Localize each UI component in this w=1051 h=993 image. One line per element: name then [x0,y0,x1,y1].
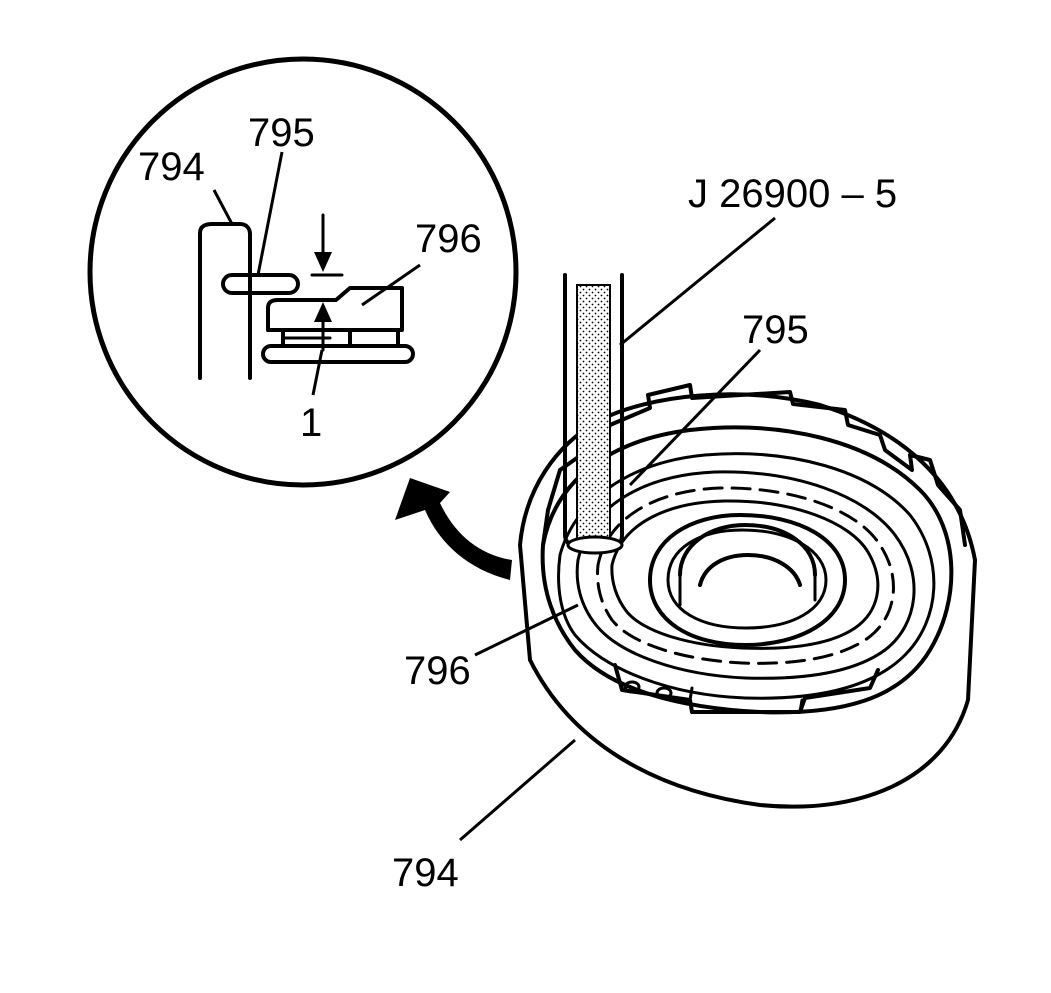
plate-label-796: 796 [404,649,471,693]
housing-label-794: 794 [392,851,459,895]
inset-label-794: 794 [138,145,205,189]
inset-label-clearance: 1 [300,401,322,445]
tool-leader [619,216,776,347]
housing-leader [459,738,576,842]
feeler-gauge-tool [563,273,624,555]
detail-inset [87,56,519,488]
magnify-arrow [395,478,512,580]
ring-leader [628,348,762,487]
clutch-housing [518,383,977,809]
plate-leader [474,603,579,657]
inset-label-795: 795 [248,111,315,155]
inset-label-796: 796 [415,217,482,261]
tool-label: J 26900 – 5 [688,172,897,216]
ring-label-795: 795 [742,308,809,352]
